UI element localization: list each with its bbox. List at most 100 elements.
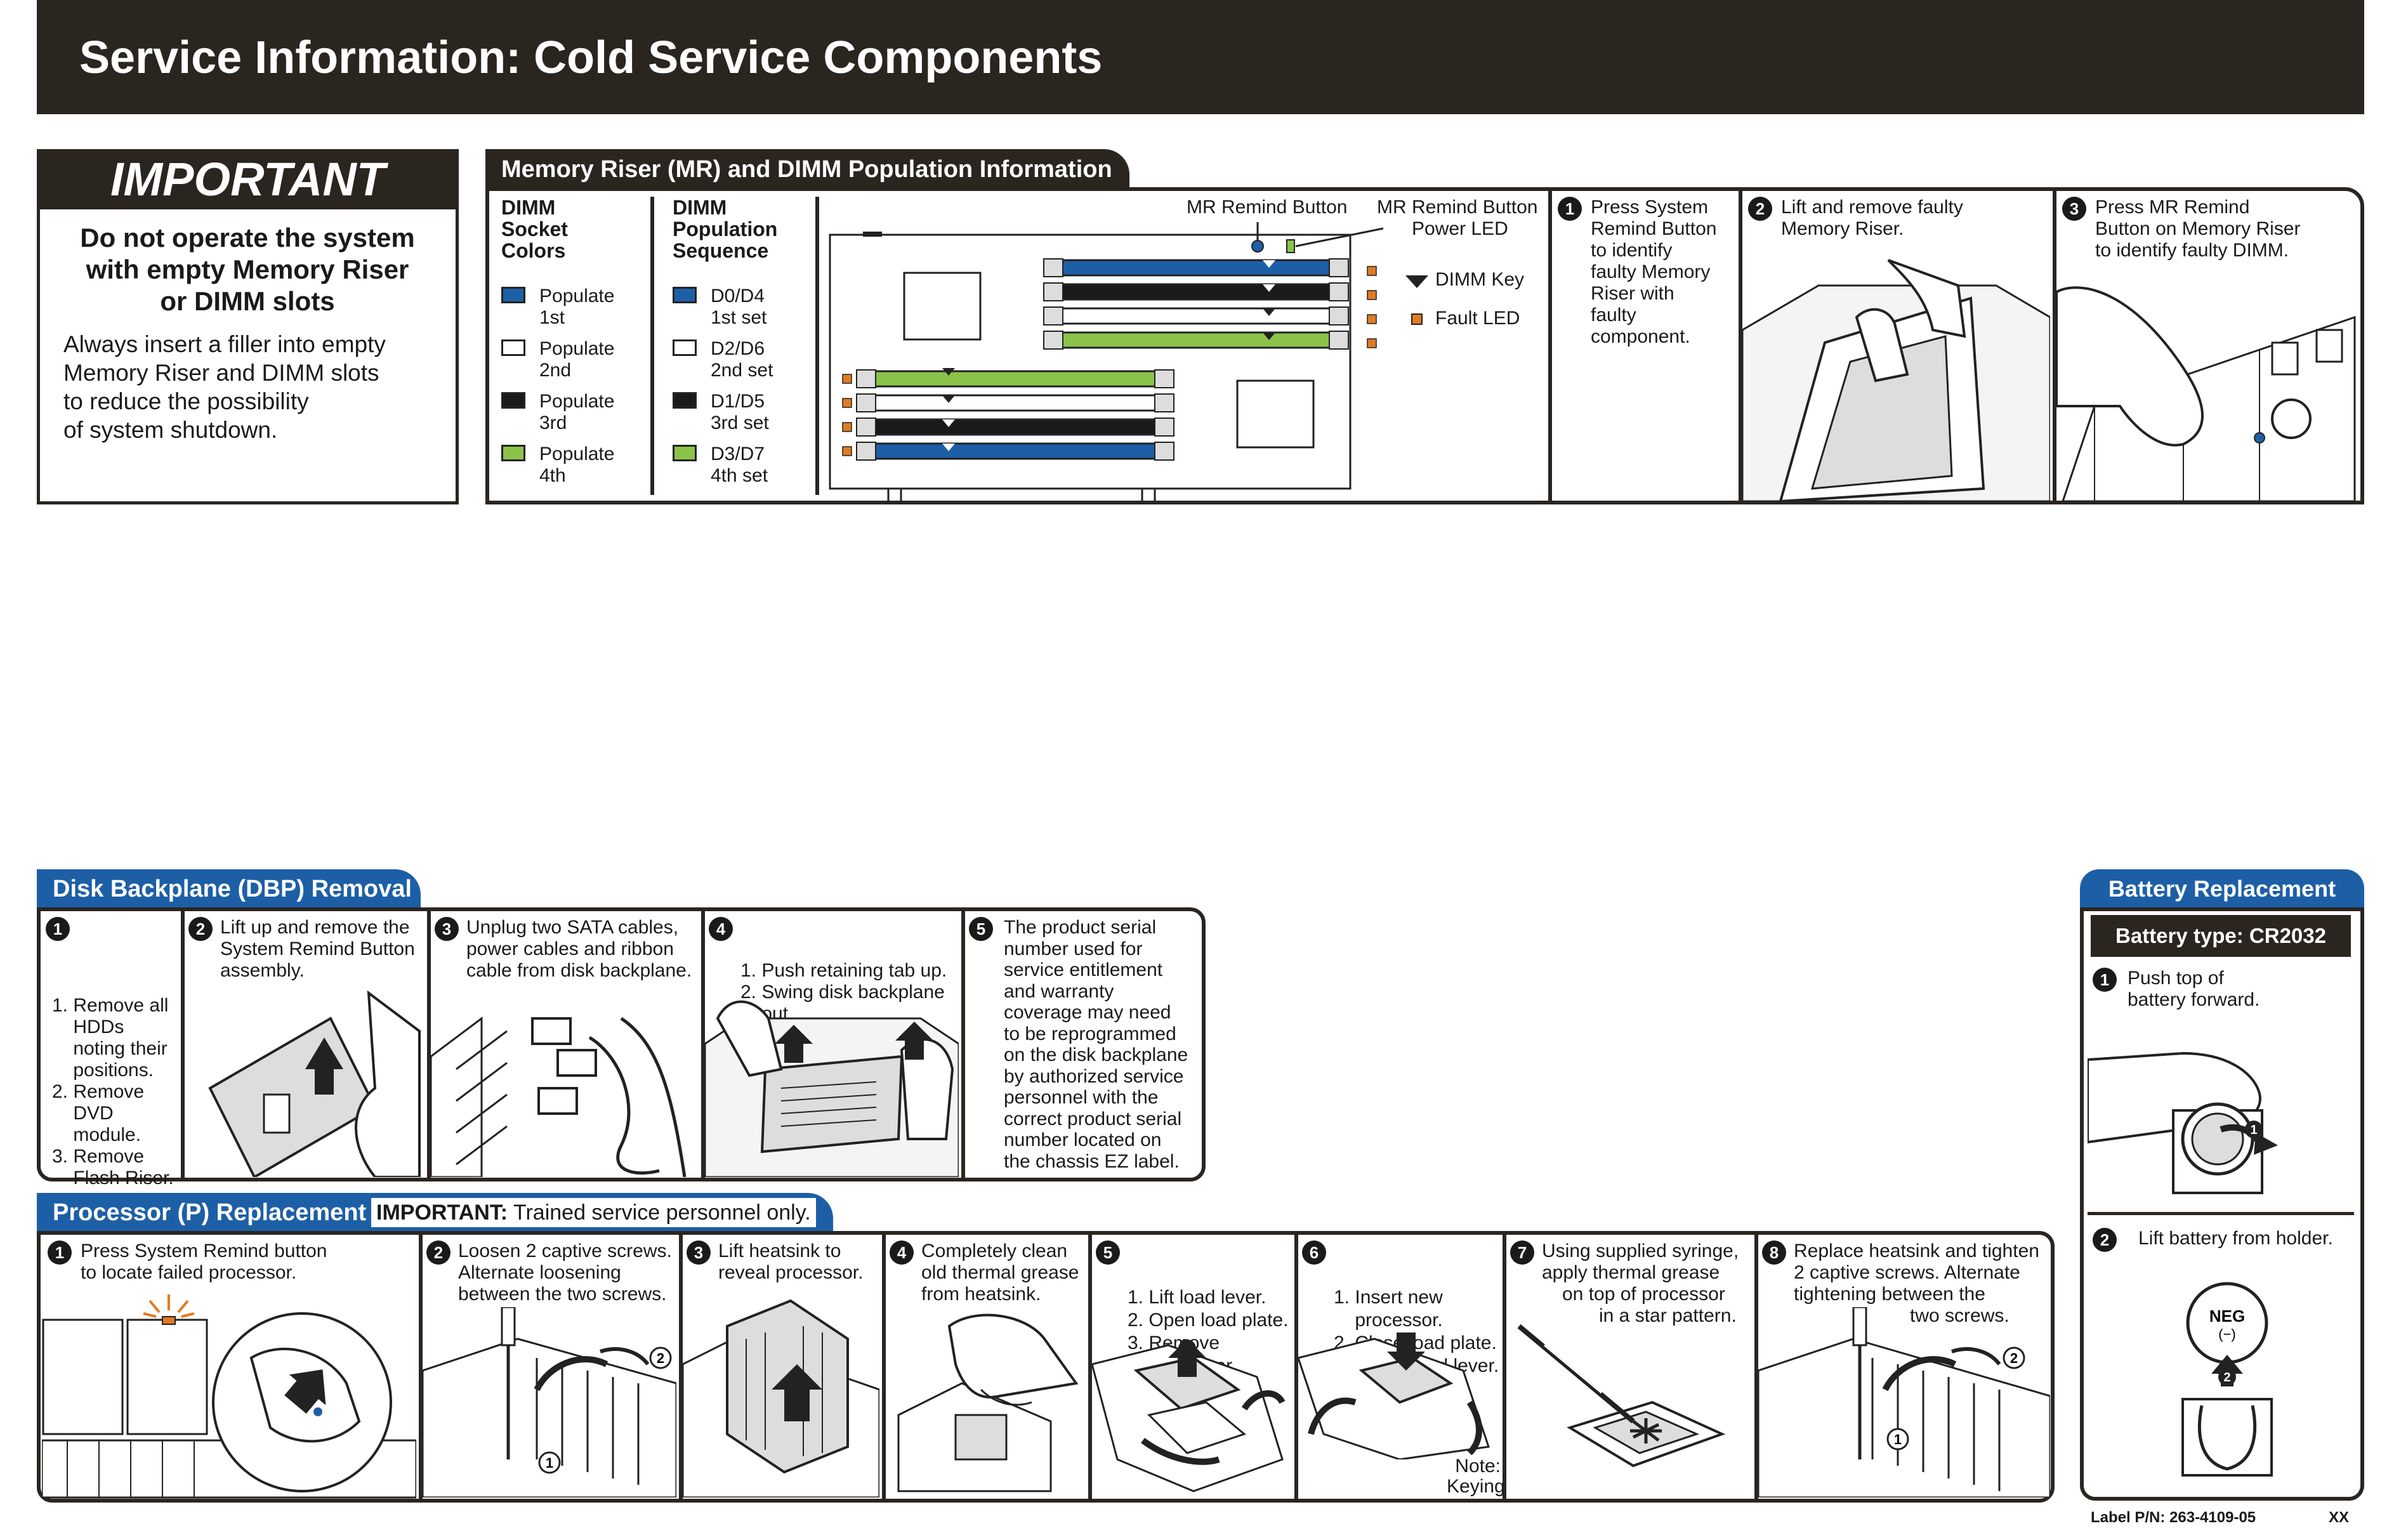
fault-leds — [842, 266, 1377, 456]
important-heading: IMPORTANT — [37, 149, 459, 209]
processor-step-1-illustration — [42, 1294, 416, 1499]
heading-line: DIMM — [673, 196, 727, 219]
important-body: Always insert a filler into empty Memory… — [63, 330, 451, 444]
important-label: IMPORTANT: — [376, 1201, 508, 1225]
swatch-black — [673, 392, 697, 409]
processor-tab-title: Processor (P) Replacement — [53, 1199, 367, 1226]
processor-step-3-illustration — [683, 1299, 879, 1497]
warning-line: Do not operate the system — [80, 223, 415, 253]
neg-symbol: (−) — [2218, 1326, 2236, 1342]
step-number: 4 — [709, 917, 733, 941]
step-number: 1 — [48, 1241, 72, 1265]
step-divider — [1088, 1235, 1092, 1499]
step-number: 5 — [1096, 1241, 1120, 1265]
step-divider — [701, 911, 705, 1178]
heading-line: DIMM — [501, 196, 556, 219]
battery-step-2: 2 Lift battery from holder. — [2093, 1228, 2333, 1252]
battery-type: Battery type: CR2032 — [2091, 915, 2351, 957]
step-divider — [961, 911, 965, 1178]
step-number: 1 — [2093, 968, 2117, 992]
processor-step-5: 5 1. Lift load lever.2. Open load plate.… — [1096, 1241, 1289, 1376]
column-divider — [815, 197, 819, 495]
step-divider — [1503, 1235, 1506, 1499]
disk-step-3-illustration — [431, 1017, 687, 1177]
swatch-blue — [501, 287, 525, 303]
label-part-number: Label P/N: 263-4109-05 — [2091, 1509, 2256, 1526]
processor-step-8-illustration: 1 2 — [1758, 1307, 2050, 1497]
step-number: 1 — [1558, 197, 1582, 221]
body-line: to reduce the possibility — [63, 388, 309, 414]
label-line: Power LED — [1412, 218, 1508, 239]
step-divider — [1548, 190, 1552, 501]
heading-line: Population — [673, 218, 778, 240]
battery-divider — [2088, 1212, 2354, 1215]
processor-step-7: 7 Using supplied syringe,apply thermal g… — [1510, 1241, 1739, 1326]
page-title: Service Information: Cold Service Compon… — [79, 32, 1103, 83]
swatch-black — [501, 392, 525, 409]
memory-riser-diagram — [829, 222, 1384, 501]
label-line: MR Remind Button — [1377, 197, 1538, 218]
power-led-icon — [1286, 239, 1295, 253]
processor-step-6: 6 1. Insert new processor.2. Close load … — [1302, 1241, 1499, 1376]
body-line: Memory Riser and DIMM slots — [63, 360, 379, 386]
step-number: 2 — [2093, 1228, 2117, 1252]
heading-line: Sequence — [673, 239, 769, 262]
fault-led-label: Fault LED — [1435, 308, 1520, 329]
step-number: 7 — [1510, 1241, 1534, 1265]
disk-step-2-illustration — [208, 990, 421, 1177]
memory-section-frame — [485, 187, 2364, 504]
step-divider — [2053, 190, 2056, 501]
step-number: 2 — [188, 917, 213, 941]
mr-remind-button-icon — [1251, 240, 1264, 253]
neg-label: NEG — [2209, 1306, 2245, 1326]
svg-text:2: 2 — [657, 1350, 664, 1366]
step-divider — [679, 1235, 683, 1499]
processor-important-note: IMPORTANT: Trained service personnel onl… — [371, 1198, 816, 1227]
svg-text:2: 2 — [2010, 1350, 2018, 1366]
body-line: Always insert a filler into empty — [63, 331, 386, 357]
swatch-green — [501, 445, 525, 461]
processor-step-5-illustration — [1092, 1339, 1286, 1492]
dimm-sequence-heading: DIMM Population Sequence — [673, 197, 777, 261]
important-warning: Do not operate the system with empty Mem… — [51, 222, 444, 317]
mr-led-label: MR Remind Button Power LED — [1377, 197, 1537, 240]
battery-step-1-illustration: 1 — [2088, 1051, 2278, 1194]
processor-step-2: 2 Loosen 2 captive screws.Alternate loos… — [426, 1241, 672, 1305]
lower-dimm-slots — [856, 368, 1174, 461]
note-line: Note: — [1455, 1456, 1501, 1477]
step-number: 5 — [969, 917, 993, 941]
step-number: 1 — [46, 917, 70, 941]
step-number: 2 — [1748, 197, 1772, 221]
column-divider — [650, 197, 654, 495]
battery-section-tab: Battery Replacement — [2080, 869, 2364, 909]
processor-step-7-illustration — [1517, 1324, 1726, 1468]
step-number: 6 — [1302, 1241, 1326, 1265]
step-divider — [1754, 1235, 1758, 1499]
step-divider — [882, 1235, 886, 1499]
swatch-white — [501, 339, 525, 356]
disk-section-frame — [37, 907, 1206, 1181]
svg-text:1: 1 — [2250, 1123, 2257, 1137]
step-divider — [419, 1235, 423, 1499]
label-version: XX — [2329, 1509, 2350, 1526]
step-divider — [1294, 1235, 1298, 1499]
swatch-blue — [673, 287, 697, 303]
dimm-key-label: DIMM Key — [1435, 269, 1525, 290]
fault-led-icon — [1411, 313, 1423, 325]
svg-text:1: 1 — [1894, 1431, 1902, 1447]
warning-line: with empty Memory Riser — [86, 254, 409, 284]
step-number: 2 — [426, 1241, 451, 1265]
dimm-key-icon — [1405, 275, 1428, 288]
